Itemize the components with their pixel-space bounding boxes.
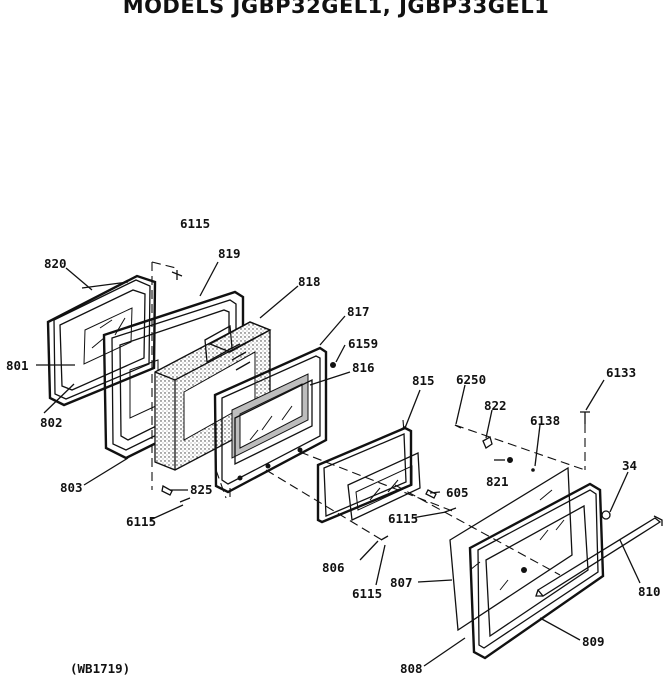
label-819: 819: [218, 246, 241, 261]
label-815: 815: [412, 373, 435, 388]
door-handle-810: [535, 515, 663, 597]
label-820: 820: [44, 256, 67, 271]
label-6133: 6133: [606, 365, 636, 380]
label-821: 821: [486, 474, 509, 489]
outer-door-frame-809: [468, 482, 605, 660]
label-34: 34: [622, 458, 637, 473]
label-6138: 6138: [530, 413, 560, 428]
label-808: 808: [400, 661, 423, 676]
label-806: 806: [322, 560, 345, 575]
inner-door-frame-817: [213, 346, 328, 494]
screws: [161, 270, 611, 541]
outer-door-panel-820: [46, 274, 157, 407]
label-801: 801: [6, 358, 29, 373]
label-817: 817: [347, 304, 370, 319]
label-6250: 6250: [456, 372, 486, 387]
label-802: 802: [40, 415, 63, 430]
label-6159: 6159: [348, 336, 378, 351]
label-810: 810: [638, 584, 661, 599]
label-803: 803: [60, 480, 83, 495]
glass-pane-816: [234, 378, 313, 466]
label-809: 809: [582, 634, 605, 649]
label-825: 825: [190, 482, 213, 497]
label-822: 822: [484, 398, 507, 413]
label-818: 818: [298, 274, 321, 289]
diagram-code: (WB1719): [70, 661, 130, 676]
label-807: 807: [390, 575, 413, 590]
window-assembly-815: [316, 425, 413, 524]
label-816: 816: [352, 360, 375, 375]
label-6115-low: 6115: [352, 586, 382, 601]
label-605: 605: [446, 485, 469, 500]
label-6115-mid: 6115: [388, 511, 418, 526]
label-6115-left: 6115: [126, 514, 156, 529]
leader-lines: [36, 261, 641, 667]
glass-806: [347, 452, 421, 521]
page-title: MODELS JGBP32GEL1, JGBP33GEL1: [122, 0, 550, 18]
label-6115-top: 6115: [180, 216, 210, 231]
assembly-lines: [151, 261, 586, 576]
